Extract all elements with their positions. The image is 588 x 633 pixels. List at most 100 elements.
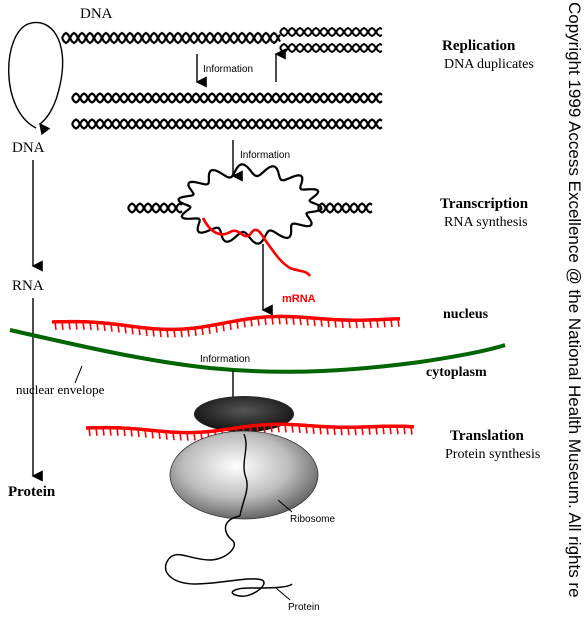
cytoplasmic-mrna-base bbox=[347, 427, 350, 436]
transcription-info-label: Information bbox=[240, 150, 290, 161]
nuclear-mrna-base bbox=[236, 320, 239, 329]
helix-strand-a bbox=[71, 118, 383, 130]
nuclear-mrna-base bbox=[278, 316, 281, 325]
transcription-subtitle: RNA synthesis bbox=[444, 215, 528, 230]
nuclear-mrna-base bbox=[110, 323, 113, 332]
nucleus-label: nucleus bbox=[443, 307, 489, 322]
nuclear-mrna-base bbox=[292, 316, 295, 325]
cytoplasmic-mrna-base bbox=[123, 427, 126, 437]
nascent-chain-in-ribosome bbox=[239, 433, 248, 517]
nuclear-mrna-base bbox=[397, 318, 400, 327]
nuclear-mrna-base bbox=[362, 320, 365, 329]
nucleus-envelope-section: nuclear envelope nucleus cytoplasm Infor… bbox=[9, 307, 506, 410]
cytoplasmic-mrna-base bbox=[144, 429, 147, 438]
cytoplasmic-mrna-base bbox=[137, 428, 140, 438]
nuclear-mrna-base bbox=[208, 325, 211, 334]
nuclear-mrna-base bbox=[306, 317, 309, 326]
nuclear-mrna-base bbox=[271, 316, 274, 325]
nuclear-mrna-base bbox=[68, 321, 71, 330]
nuclear-mrna-base bbox=[96, 322, 99, 331]
nuclear-mrna-base bbox=[327, 319, 330, 328]
mrna-label: mRNA bbox=[282, 293, 316, 305]
cytoplasmic-mrna-base bbox=[130, 428, 133, 437]
cytoplasmic-mrna-base bbox=[172, 432, 175, 441]
translation-subtitle: Protein synthesis bbox=[445, 447, 540, 462]
transcription-title: Transcription bbox=[440, 196, 529, 212]
cytoplasmic-mrna-base bbox=[291, 424, 294, 433]
nuclear-mrna-base bbox=[313, 318, 316, 327]
cytoplasmic-mrna-base bbox=[333, 426, 336, 436]
nuclear-mrna-base bbox=[124, 325, 127, 334]
nuclear-mrna-base bbox=[229, 321, 232, 331]
transcription-bubble bbox=[177, 163, 323, 245]
cytoplasmic-mrna-base bbox=[340, 427, 343, 436]
cytoplasmic-mrna-base bbox=[305, 425, 308, 434]
copyright-notice: Copyright 1999 Access Excellence @ the N… bbox=[565, 2, 584, 598]
nuclear-mrna-base bbox=[390, 318, 393, 328]
helix-strand-b bbox=[279, 26, 383, 38]
left-protein-label: Protein bbox=[8, 484, 56, 500]
nuclear-mrna-base bbox=[348, 320, 351, 329]
cytoplasmic-mrna-base bbox=[270, 424, 273, 433]
replication-section: DNA Information Replication DNA duplicat… bbox=[61, 6, 534, 130]
cytoplasmic-mrna-base bbox=[277, 424, 280, 433]
cytoplasmic-mrna-base bbox=[312, 425, 315, 435]
translation-section: Ribosome Protein Translation Protein syn… bbox=[85, 396, 540, 613]
nuclear-mrna-base bbox=[180, 329, 183, 338]
cytoplasmic-mrna-base bbox=[151, 430, 154, 439]
cytoplasm-label: cytoplasm bbox=[426, 365, 487, 380]
nuclear-mrna-base bbox=[215, 324, 218, 333]
cytoplasmic-mrna-base bbox=[354, 427, 357, 436]
cytoplasmic-mrna-base bbox=[102, 427, 105, 436]
cytoplasmic-mrna-base bbox=[88, 427, 91, 437]
helix-strand-a bbox=[61, 31, 281, 45]
cytoplasmic-mrna-base bbox=[179, 432, 182, 441]
nuclear-mrna-base bbox=[138, 327, 141, 336]
helix-strand-b bbox=[127, 202, 183, 214]
protein-pointer bbox=[275, 587, 291, 601]
nuclear-mrna-base bbox=[334, 319, 337, 328]
helix-strand-a bbox=[279, 26, 383, 38]
nuclear-mrna-base bbox=[222, 323, 225, 332]
helix-strand-b bbox=[61, 31, 281, 45]
helix-strand-b bbox=[71, 118, 383, 130]
nuclear-mrna-base bbox=[173, 329, 176, 338]
replication-info-label: Information bbox=[203, 64, 253, 75]
left-rna-label: RNA bbox=[12, 278, 44, 294]
cytoplasmic-mrna-base bbox=[158, 430, 161, 440]
daughter-dna-helix-2 bbox=[71, 118, 383, 130]
ribosome-large-subunit bbox=[169, 430, 319, 520]
nuclear-mrna-base bbox=[299, 317, 302, 326]
cytoplasmic-mrna-base bbox=[109, 427, 112, 436]
cytoplasmic-mrna-base bbox=[263, 424, 266, 433]
nuclear-mrna-base bbox=[159, 329, 162, 338]
cytoplasmic-mrna-base bbox=[361, 426, 364, 436]
replication-title: Replication bbox=[442, 38, 516, 54]
cytoplasmic-mrna-base bbox=[389, 426, 392, 435]
transcription-section: Information mRNA Transcription RNA synth… bbox=[127, 140, 529, 316]
nuclear-mrna-base bbox=[369, 319, 372, 329]
helix-strand-a bbox=[279, 42, 383, 54]
nuclear-mrna-base bbox=[376, 319, 379, 328]
cytoplasmic-mrna-base bbox=[326, 426, 329, 435]
cytoplasmic-mrna-base bbox=[396, 426, 399, 435]
nuclear-mrna-base bbox=[103, 322, 106, 332]
nuclear-envelope bbox=[9, 328, 506, 374]
nuclear-mrna-base bbox=[61, 321, 64, 330]
cytoplasmic-mrna-base bbox=[116, 427, 119, 436]
left-flow: DNA RNA Protein bbox=[8, 21, 64, 500]
mrna-strand bbox=[201, 217, 312, 277]
parent-dna-helix bbox=[61, 26, 383, 54]
nuclear-mrna-base bbox=[201, 326, 204, 336]
nuclear-mrna-base bbox=[89, 321, 92, 331]
cytoplasmic-mrna-base bbox=[165, 431, 168, 440]
ribosome-pointer bbox=[277, 499, 293, 513]
transcription-dna-left bbox=[127, 202, 183, 214]
cytoplasmic-mrna-base bbox=[403, 426, 406, 435]
cytoplasmic-mrna-base bbox=[95, 427, 98, 436]
envelope-pointer bbox=[74, 365, 83, 384]
cytoplasmic-mrna-base bbox=[368, 426, 371, 435]
nuclear-mrna-base bbox=[131, 326, 134, 335]
cytoplasmic-mrna-base bbox=[375, 426, 378, 435]
